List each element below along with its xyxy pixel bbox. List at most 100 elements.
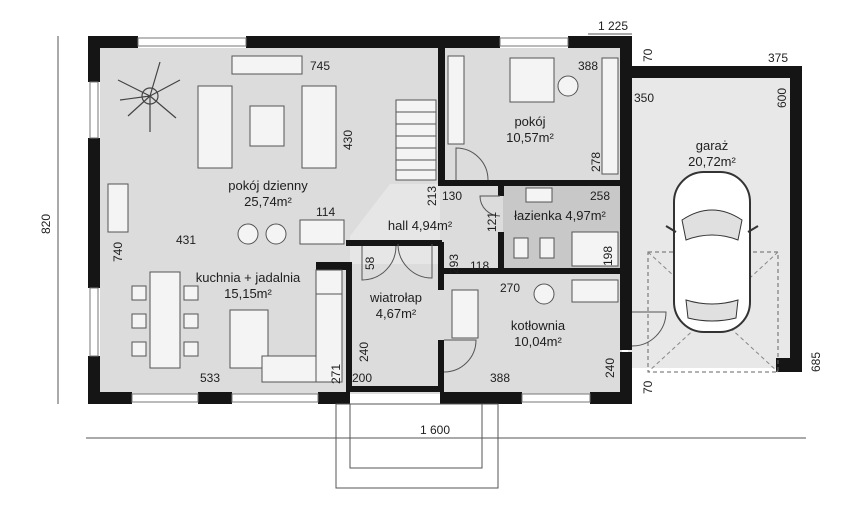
garage-door-diagonal-2 <box>647 251 779 373</box>
vestibule-area: 4,67m² <box>376 306 417 321</box>
dim-240-boiler: 240 <box>603 358 617 378</box>
dim-114: 114 <box>316 205 335 219</box>
bathroom-name: łazienka 4,97m² <box>514 208 606 223</box>
wall-boiler-left <box>438 242 444 290</box>
sofa-right <box>301 85 337 169</box>
dim-top-right-width: 1 225 <box>598 19 628 33</box>
dim-200: 200 <box>352 371 372 385</box>
window-bottom-3 <box>521 393 591 403</box>
dim-198: 198 <box>601 246 615 266</box>
boiler-unit <box>451 289 479 339</box>
dim-70-top: 70 <box>641 48 655 62</box>
dim-270: 270 <box>500 281 520 295</box>
garage-side-door <box>631 311 667 347</box>
window-top-2 <box>499 37 569 47</box>
dim-431: 431 <box>176 233 196 247</box>
dim-278: 278 <box>589 152 603 172</box>
chair-1 <box>237 223 259 245</box>
wall-vest-top <box>346 240 442 246</box>
sofa-left <box>197 85 233 169</box>
wall-garage-top <box>620 66 800 78</box>
dining-table <box>149 271 181 369</box>
window-top-1 <box>137 37 247 47</box>
wall-hall-top <box>438 180 498 186</box>
chair-2 <box>265 223 287 245</box>
wall-top-mid <box>246 36 500 48</box>
dim-293: 293 <box>447 254 461 274</box>
room-area: 10,57m² <box>506 130 554 145</box>
dim-745: 745 <box>310 59 330 73</box>
car-icon <box>665 171 759 333</box>
wall-left-top <box>88 36 100 82</box>
wall-bath-bottom <box>440 268 622 274</box>
garage-door-diagonal-1 <box>647 251 779 373</box>
bidet <box>539 237 555 259</box>
tv-cabinet <box>231 55 303 75</box>
vestibule-name: wiatrołap <box>369 290 422 305</box>
window-bottom-1 <box>131 393 199 403</box>
dining-chairs <box>131 285 199 357</box>
garage-area: 20,72m² <box>688 154 736 169</box>
dim-118: 118 <box>470 259 489 273</box>
boiler-name: kotłownia <box>511 318 566 333</box>
bed <box>447 55 465 145</box>
dim-388-room: 388 <box>578 59 598 73</box>
wall-garage-bottom-right <box>776 358 802 372</box>
desk <box>509 57 555 103</box>
window-bottom-2 <box>231 393 319 403</box>
kitchen-area: 15,15m² <box>224 286 272 301</box>
desk-chair <box>557 75 579 97</box>
bookshelf-left <box>107 183 129 233</box>
kitchen-counter <box>261 355 319 383</box>
living-room-area: 25,74m² <box>244 194 292 209</box>
dim-533: 533 <box>200 371 220 385</box>
wall-vest-bottom-rim <box>346 386 440 392</box>
entrance-step-outer <box>335 403 499 489</box>
dim-213: 213 <box>425 186 439 206</box>
wardrobe <box>601 57 619 175</box>
wall-top-right <box>568 36 632 48</box>
wall-bath-left-lower <box>498 232 504 272</box>
kitchen-name: kuchnia + jadalnia <box>196 270 301 285</box>
dim-740: 740 <box>111 242 125 262</box>
dim-121: 121 <box>485 212 499 232</box>
dim-430: 430 <box>341 130 355 150</box>
dim-130: 130 <box>442 189 462 203</box>
room-name: pokój <box>514 114 545 129</box>
wall-bath-top <box>498 180 622 186</box>
utility-cabinet <box>571 279 619 303</box>
dim-600: 600 <box>775 88 789 108</box>
wall-bottom-right <box>440 392 522 404</box>
wall-top-left <box>88 36 138 48</box>
dim-58: 58 <box>363 256 377 270</box>
vestibule-door <box>361 245 397 281</box>
window-left-1 <box>89 81 99 139</box>
bathroom-door <box>479 195 501 217</box>
wall-living-room-divider <box>438 48 445 184</box>
boiler-door <box>443 339 477 373</box>
dim-258: 258 <box>590 189 610 203</box>
dim-70-bottom: 70 <box>641 380 655 394</box>
wall-bath-left <box>498 180 504 196</box>
wall-bottom-kitchen <box>318 392 350 404</box>
wall-right <box>620 36 632 350</box>
hall-door <box>397 243 433 279</box>
dim-271: 271 <box>329 364 343 384</box>
dim-garage-depth: 685 <box>809 352 823 372</box>
plant-icon <box>117 61 181 132</box>
wall-boiler-left-lower <box>438 340 444 392</box>
sink <box>525 187 553 203</box>
dim-garage-width: 375 <box>768 51 788 65</box>
boiler-tank <box>533 283 555 305</box>
window-left-2 <box>89 287 99 357</box>
hall-name: hall 4,94m² <box>388 218 453 233</box>
wall-bottom-mid <box>198 392 232 404</box>
wall-garage-bottom-left <box>620 352 632 404</box>
wall-kitchen-stub <box>316 262 350 270</box>
staircase-steps <box>396 111 436 171</box>
dim-350: 350 <box>634 91 654 105</box>
boiler-area: 10,04m² <box>514 334 562 349</box>
staircase <box>395 99 437 181</box>
wall-left-mid <box>88 138 100 288</box>
